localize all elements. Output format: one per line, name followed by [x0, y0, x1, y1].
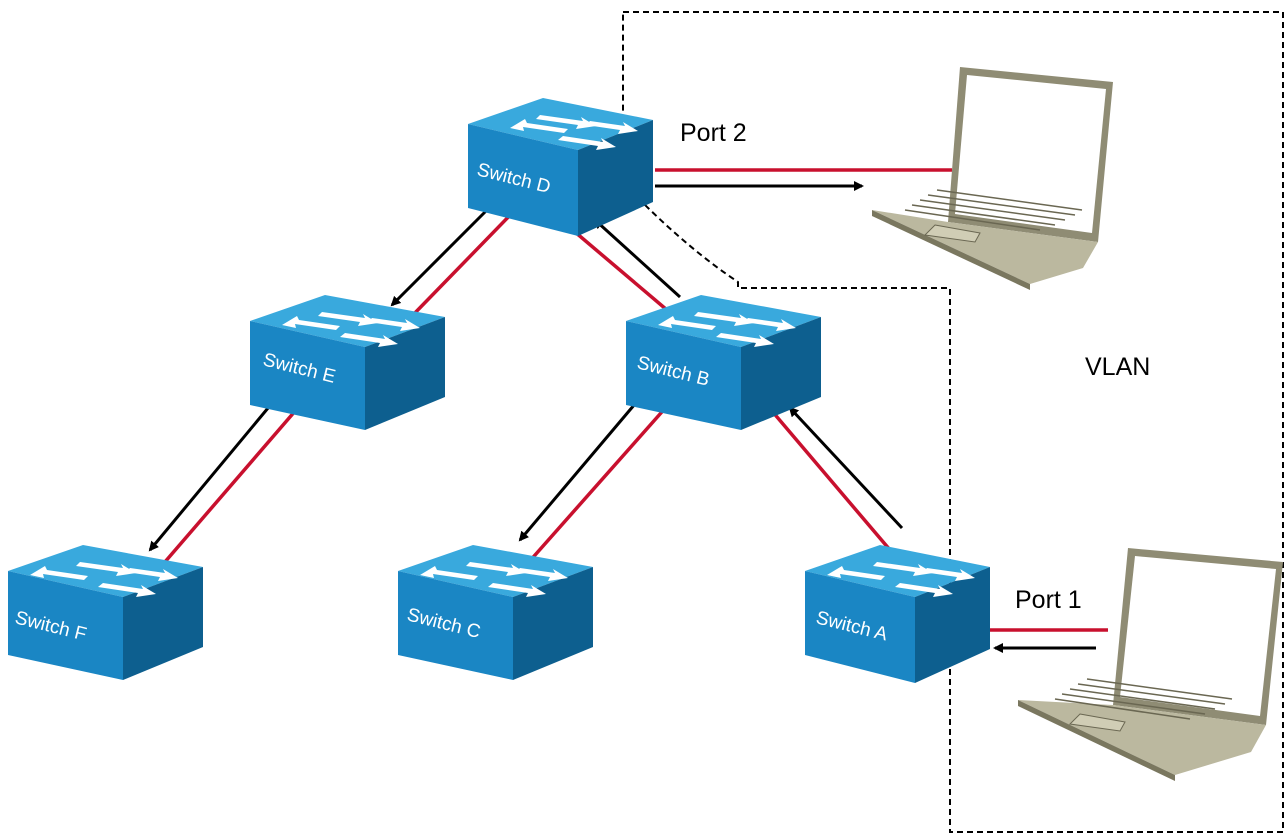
- switch-d[interactable]: Switch D: [468, 98, 653, 236]
- link-b-a: [758, 395, 892, 552]
- port1-label: Port 1: [1015, 586, 1082, 614]
- links: [156, 168, 1108, 632]
- laptop-port1[interactable]: [1018, 548, 1283, 781]
- arrow-b-to-d: [593, 218, 682, 299]
- switch-e[interactable]: Switch E: [250, 295, 445, 430]
- arrow-d-to-e: [390, 208, 489, 307]
- link-d-b: [573, 230, 669, 312]
- switch-b[interactable]: Switch B: [626, 295, 821, 430]
- traffic-arrows: [148, 181, 1096, 653]
- vlan-boundary: [622, 11, 1284, 833]
- switch-a[interactable]: Switch A: [805, 545, 990, 683]
- arrow-e-to-f: [148, 389, 285, 552]
- link-e-f: [156, 386, 317, 572]
- vlan-label: VLAN: [1085, 353, 1150, 381]
- arrow-b-to-c: [518, 384, 653, 542]
- switch-f[interactable]: Switch F: [8, 545, 203, 680]
- laptop-port2[interactable]: [872, 67, 1113, 290]
- port2-label: Port 2: [680, 119, 747, 147]
- link-b-c: [526, 403, 670, 565]
- switch-c[interactable]: Switch C: [398, 545, 593, 680]
- arrow-a-to-b: [788, 406, 904, 530]
- link-d-e: [408, 203, 522, 320]
